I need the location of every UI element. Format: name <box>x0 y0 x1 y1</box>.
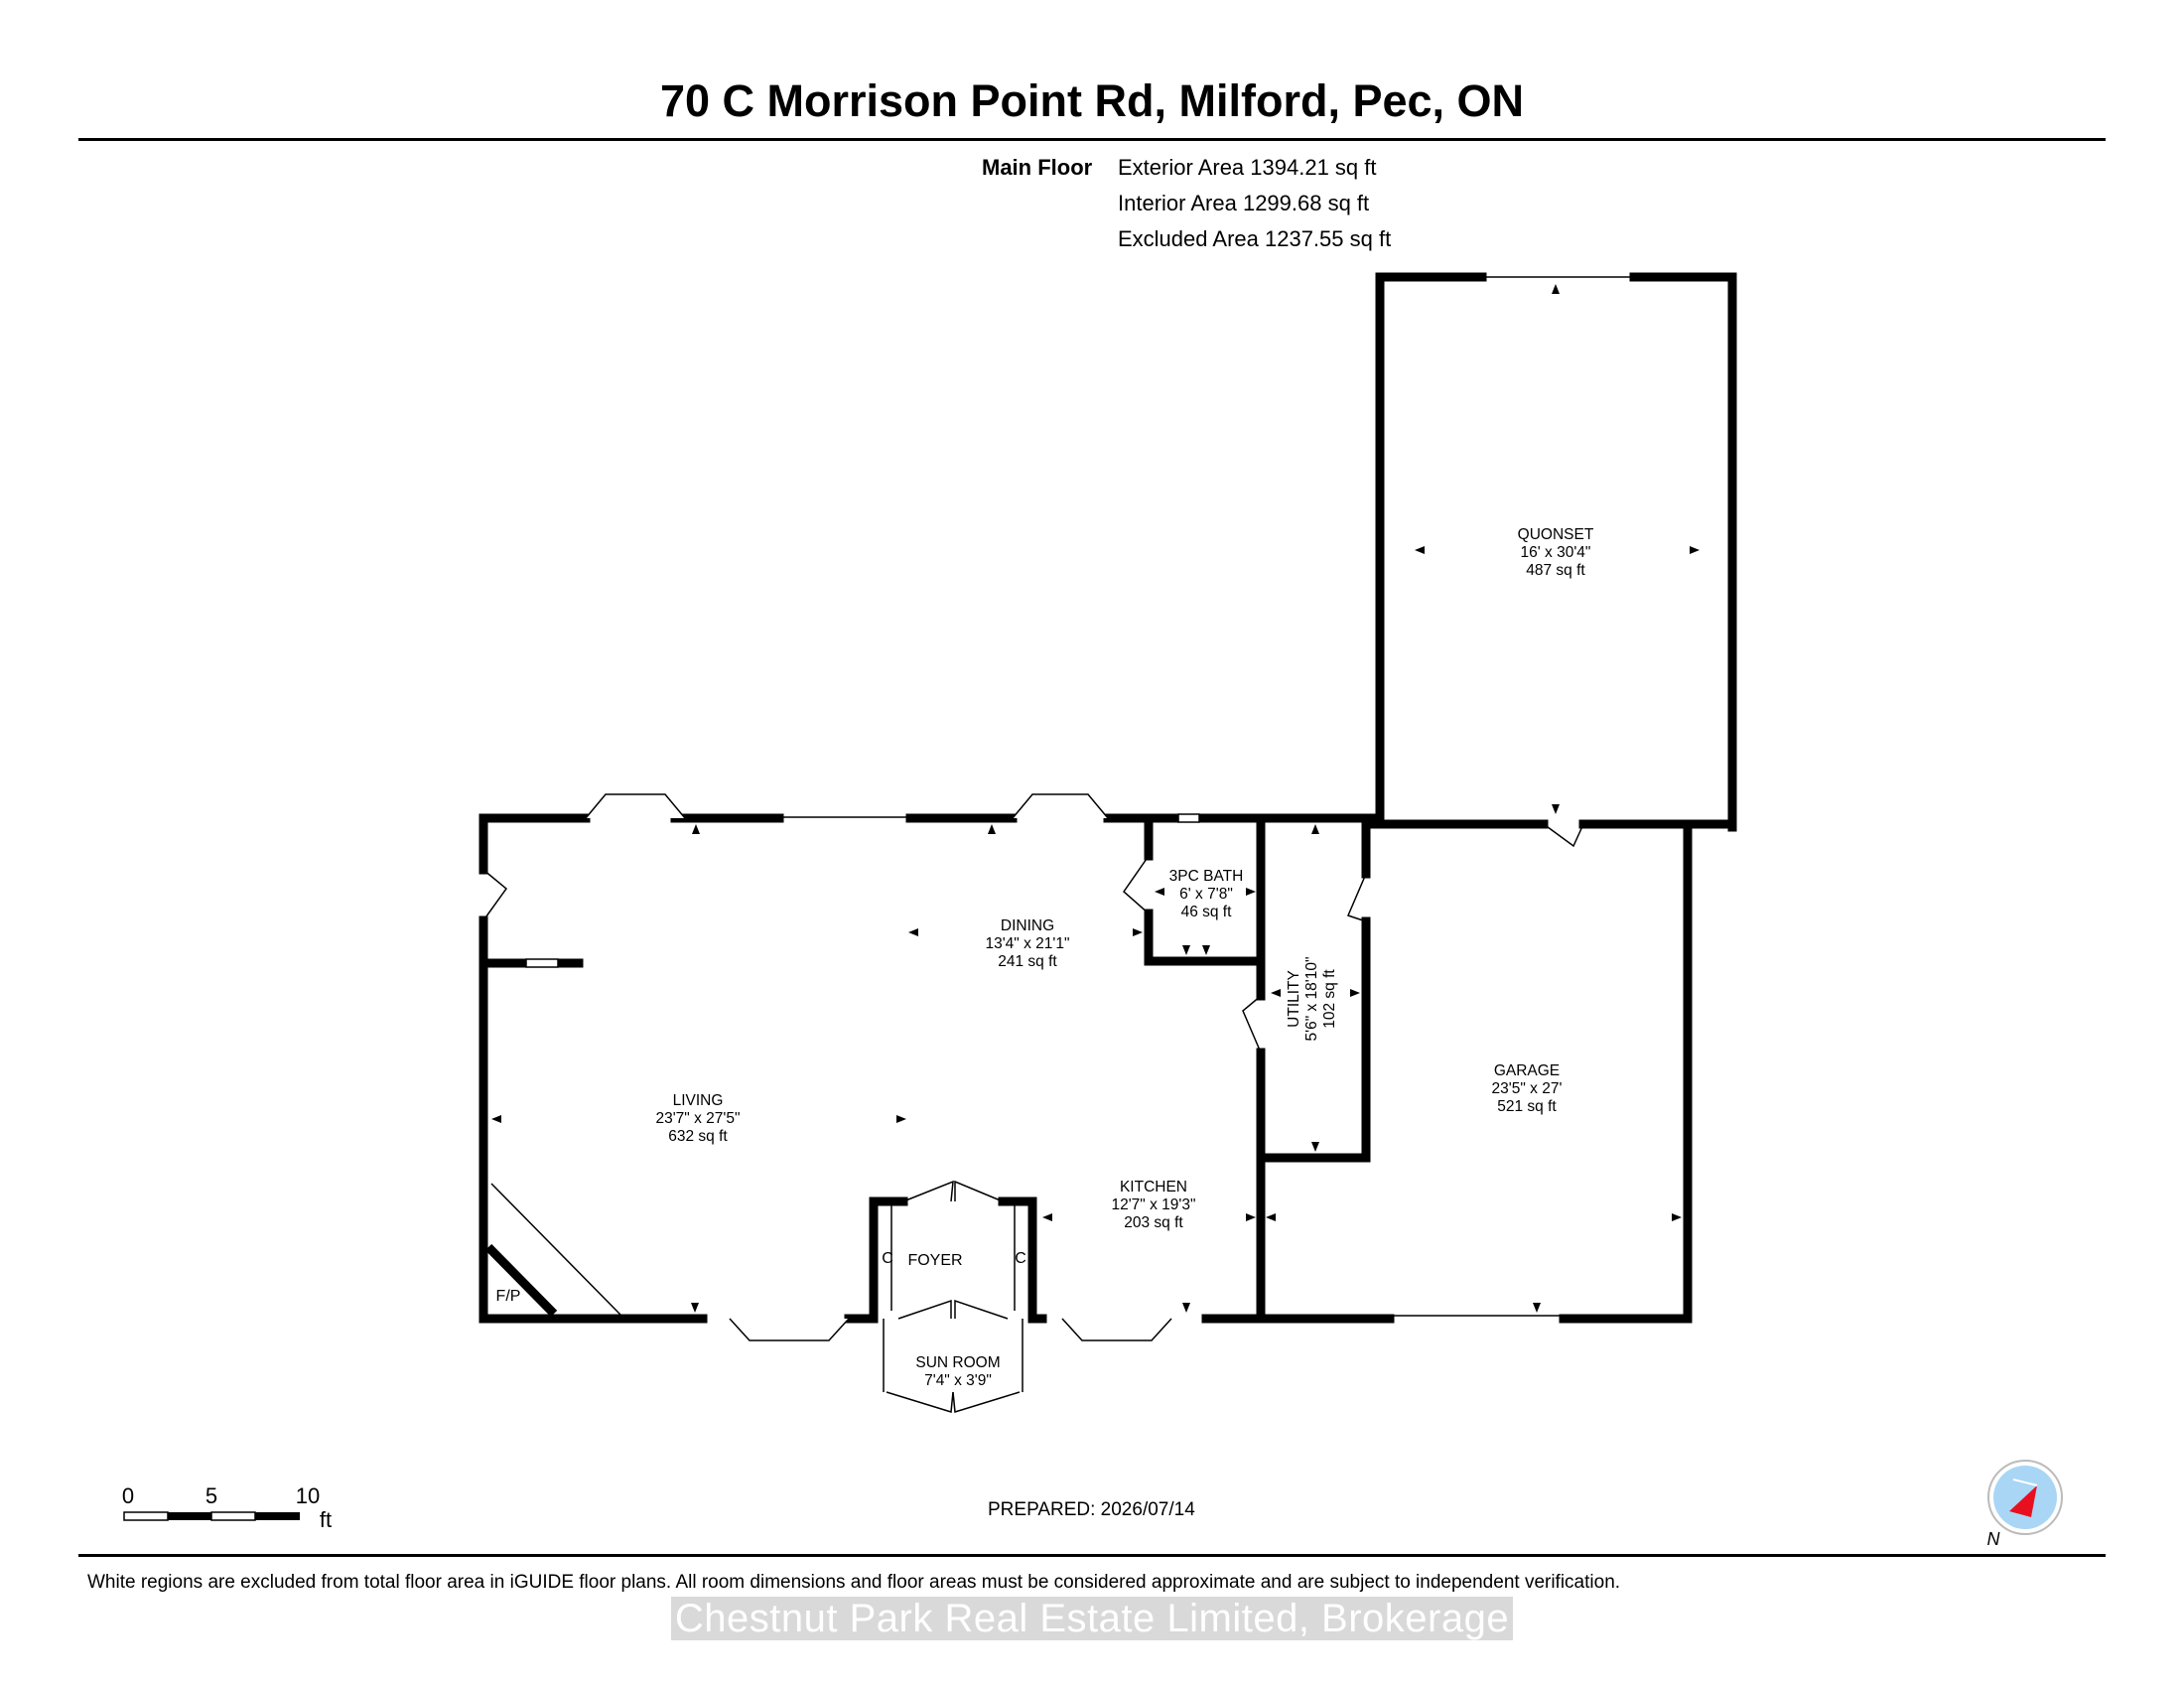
room-utility: UTILITY 5'6" x 18'10" 102 sq ft <box>1286 956 1338 1041</box>
room-dims: 23'5" x 27' <box>1492 1080 1563 1097</box>
room-sunroom: SUN ROOM 7'4" x 3'9" <box>915 1354 1000 1389</box>
room-quonset: QUONSET 16' x 30'4" 487 sq ft <box>1518 526 1594 579</box>
compass-north-label: N <box>1987 1529 2001 1549</box>
room-area: 632 sq ft <box>668 1128 728 1145</box>
room-garage: GARAGE 23'5" x 27' 521 sq ft <box>1492 1062 1563 1115</box>
room-bath: 3PC BATH 6' x 7'8" 46 sq ft <box>1169 868 1244 920</box>
room-dims: 5'6" x 18'10" <box>1303 956 1320 1041</box>
room-dims: 13'4" x 21'1" <box>985 935 1069 952</box>
scale-tick-0: 0 <box>122 1483 134 1508</box>
room-foyer: FOYER <box>907 1252 962 1269</box>
room-area: 46 sq ft <box>1181 904 1233 920</box>
openings <box>482 276 1634 1413</box>
fireplace-label: F/P <box>496 1288 521 1305</box>
room-kitchen: KITCHEN 12'7" x 19'3" 203 sq ft <box>1111 1179 1195 1231</box>
scale-tick-5: 5 <box>205 1483 217 1508</box>
watermark-text: Chestnut Park Real Estate Limited, Broke… <box>670 1597 1514 1640</box>
page-title: 70 C Morrison Point Rd, Milford, Pec, ON <box>659 75 1525 126</box>
prepared-date: PREPARED: 2026/07/14 <box>988 1499 1195 1520</box>
room-name: UTILITY <box>1286 970 1302 1028</box>
room-area: 487 sq ft <box>1526 562 1585 579</box>
room-area: 102 sq ft <box>1321 969 1338 1029</box>
room-name: GARAGE <box>1494 1062 1560 1079</box>
closet-label-right: C <box>1015 1250 1026 1267</box>
room-area: 241 sq ft <box>998 953 1057 970</box>
room-name: 3PC BATH <box>1169 868 1244 885</box>
disclaimer: White regions are excluded from total fl… <box>87 1572 1621 1593</box>
fireplace <box>484 1243 558 1318</box>
scale-tick-10: 10 <box>296 1483 320 1508</box>
room-name: SUN ROOM <box>915 1354 1000 1371</box>
scale-unit: ft <box>320 1507 332 1532</box>
room-dims: 7'4" x 3'9" <box>924 1372 992 1389</box>
interior-area: Interior Area 1299.68 sq ft <box>1118 191 1370 215</box>
room-area: 203 sq ft <box>1124 1214 1183 1231</box>
title-divider <box>78 138 2106 141</box>
room-dims: 16' x 30'4" <box>1521 544 1591 561</box>
exterior-area: Exterior Area 1394.21 sq ft <box>1118 155 1377 180</box>
scale-bar <box>123 1511 300 1521</box>
room-name: QUONSET <box>1518 526 1594 543</box>
room-dims: 12'7" x 19'3" <box>1111 1196 1195 1213</box>
compass-icon <box>1987 1460 2063 1535</box>
dimension-arrows <box>491 284 1700 1313</box>
room-name: DINING <box>1001 917 1054 934</box>
room-name: LIVING <box>673 1092 724 1109</box>
room-area: 521 sq ft <box>1497 1098 1557 1115</box>
room-dining: DINING 13'4" x 21'1" 241 sq ft <box>985 917 1069 970</box>
watermark: Chestnut Park Real Estate Limited, Broke… <box>0 1597 2184 1641</box>
room-living: LIVING 23'7" x 27'5" 632 sq ft <box>655 1092 740 1145</box>
room-dims: 23'7" x 27'5" <box>655 1110 740 1127</box>
room-dims: 6' x 7'8" <box>1179 886 1233 903</box>
excluded-area: Excluded Area 1237.55 sq ft <box>1118 226 1392 251</box>
footer-divider <box>78 1554 2106 1557</box>
walls <box>478 272 1737 1324</box>
floor-label: Main Floor <box>982 155 1093 180</box>
bay-windows <box>525 793 1200 1341</box>
closet-label-left: C <box>882 1250 893 1267</box>
room-name: KITCHEN <box>1120 1179 1187 1196</box>
